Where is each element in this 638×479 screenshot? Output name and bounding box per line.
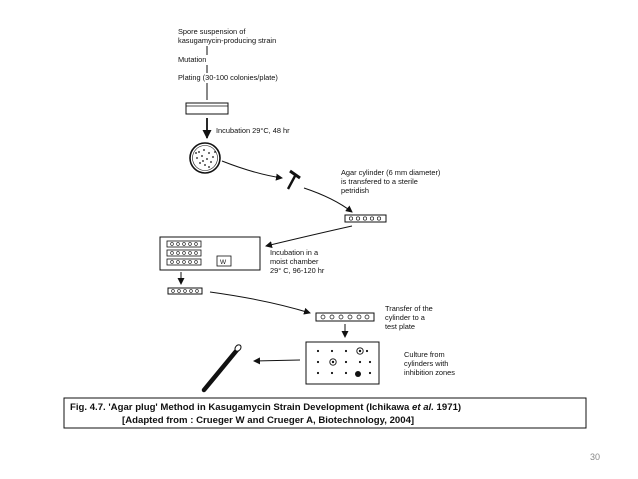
agar-cylinder-label-2: is transfered to a sterile	[341, 177, 418, 186]
incubation-label: Incubation 29°C, 48 hr	[216, 126, 290, 135]
transfer-label-3: test plate	[385, 322, 415, 331]
caption-box	[63, 397, 587, 429]
culture-label-1: Culture from	[404, 350, 445, 359]
agar-cylinder-label-3: petridish	[341, 186, 369, 195]
culture-label-2: cylinders with	[404, 359, 448, 368]
pick-arrow	[253, 357, 301, 365]
spore-suspension-label-1: Spore suspension of	[178, 27, 246, 36]
figure-caption-line-2: [Adapted from : Crueger W and Crueger A,…	[122, 415, 414, 426]
page-number: 30	[590, 452, 600, 462]
cork-borer-icon	[201, 344, 242, 393]
transfer-arrow-4	[209, 291, 311, 315]
transfer-arrow-1	[221, 160, 283, 181]
spore-suspension-label-2: kasugamycin-producing strain	[178, 36, 276, 45]
transfer-label-1: Transfer of the	[385, 304, 433, 313]
sterile-petridish-icon	[344, 214, 387, 223]
culture-plate-icon	[305, 341, 380, 385]
plating-dish-icon	[185, 102, 229, 115]
incubated-dish-icon	[167, 287, 203, 295]
moist-chamber-label-2: moist chamber	[270, 257, 319, 266]
figure-caption-line-1: Fig. 4.7. 'Agar plug' Method in Kasugamy…	[70, 402, 461, 413]
test-plate-icon	[315, 312, 375, 322]
moist-chamber-icon: W	[159, 236, 261, 271]
agar-cylinder-icon	[286, 169, 301, 190]
transfer-arrow-2	[303, 187, 353, 213]
transfer-label-2: cylinder to a	[385, 313, 426, 322]
moist-chamber-label-1: Incubation in a	[270, 248, 319, 257]
transfer-arrow-3	[265, 225, 353, 249]
mutation-label: Mutation	[178, 55, 206, 64]
culture-label-3: inhibition zones	[404, 368, 455, 377]
petri-dish-icon	[189, 142, 221, 174]
agar-cylinder-label-1: Agar cylinder (6 mm diameter)	[341, 168, 440, 177]
water-mark-label: W	[220, 259, 227, 266]
plating-label: Plating (30-100 colonies/plate)	[178, 73, 278, 82]
moist-chamber-label-3: 29° C, 96-120 hr	[270, 266, 325, 275]
